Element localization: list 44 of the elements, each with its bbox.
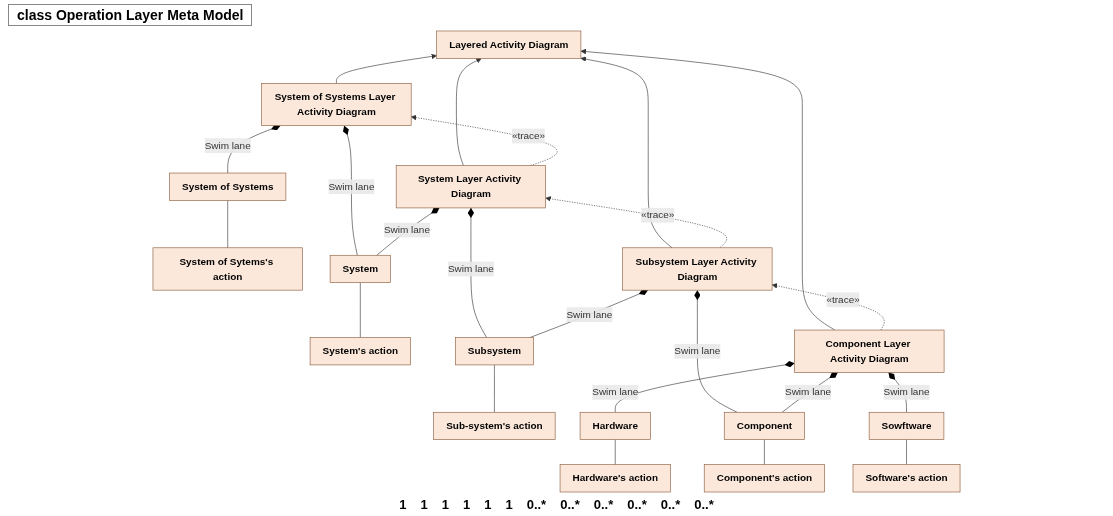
edge-label: Swim lane: [784, 386, 831, 398]
node-box: Sub-system's action: [433, 411, 556, 440]
node-box: Sowftware: [868, 411, 945, 440]
node-box: System of Systems: [169, 172, 287, 201]
node-box: Hardware's action: [559, 464, 671, 493]
node-box: Component's action: [703, 464, 825, 493]
edge-label: Swim lane: [447, 263, 494, 274]
node-box: Subsystem Layer Activity Diagram: [622, 247, 773, 291]
node-box: Component Layer Activity Diagram: [794, 329, 945, 373]
edge-label: Swim lane: [592, 386, 639, 398]
node-box: System Layer Activity Diagram: [395, 165, 546, 209]
edge-label: «trace»: [511, 130, 546, 142]
node-box: Layered Activity Diagram: [436, 30, 582, 59]
multiplicity-label: 1: [462, 497, 471, 512]
node-box: System of Sytems's action: [152, 247, 303, 291]
edge-label: Swim lane: [328, 181, 375, 192]
multiplicity-label: 0..*: [627, 497, 647, 512]
multiplicity-label: 1: [399, 497, 407, 512]
multiplicity-label: 0..*: [660, 497, 681, 512]
node-box: Hardware: [579, 411, 651, 440]
node-box: System of Systems Layer Activity Diagram: [261, 83, 412, 126]
multiplicity-label: 0..*: [593, 497, 614, 512]
edge-label: Swim lane: [883, 386, 930, 398]
multiplicity-label: 1: [505, 497, 513, 512]
multiplicity-label: 0..*: [560, 497, 580, 512]
node-box: Component: [723, 411, 805, 440]
edge-label: Swim lane: [566, 309, 613, 320]
multiplicity-label: 1: [420, 497, 428, 512]
node-box: Software's action: [852, 464, 961, 493]
multiplicity-label: 1: [484, 497, 492, 512]
connector: [906, 439, 907, 465]
edge-label: Swim lane: [383, 224, 430, 236]
edge-label: «trace»: [641, 209, 675, 221]
edge-label: Swim lane: [204, 140, 251, 151]
connector: [494, 364, 495, 413]
node-box: System: [329, 254, 391, 283]
multiplicity-label: 1: [441, 497, 449, 512]
multiplicity-label: 0..*: [694, 497, 714, 512]
edge-label: Swim lane: [674, 345, 721, 357]
edge-label: «trace»: [826, 294, 860, 305]
multiplicity-label: 0..*: [526, 497, 547, 512]
frame-title: class Operation Layer Meta Model: [8, 4, 253, 26]
node-box: Subsystem: [455, 337, 534, 366]
node-box: System's action: [309, 337, 411, 366]
